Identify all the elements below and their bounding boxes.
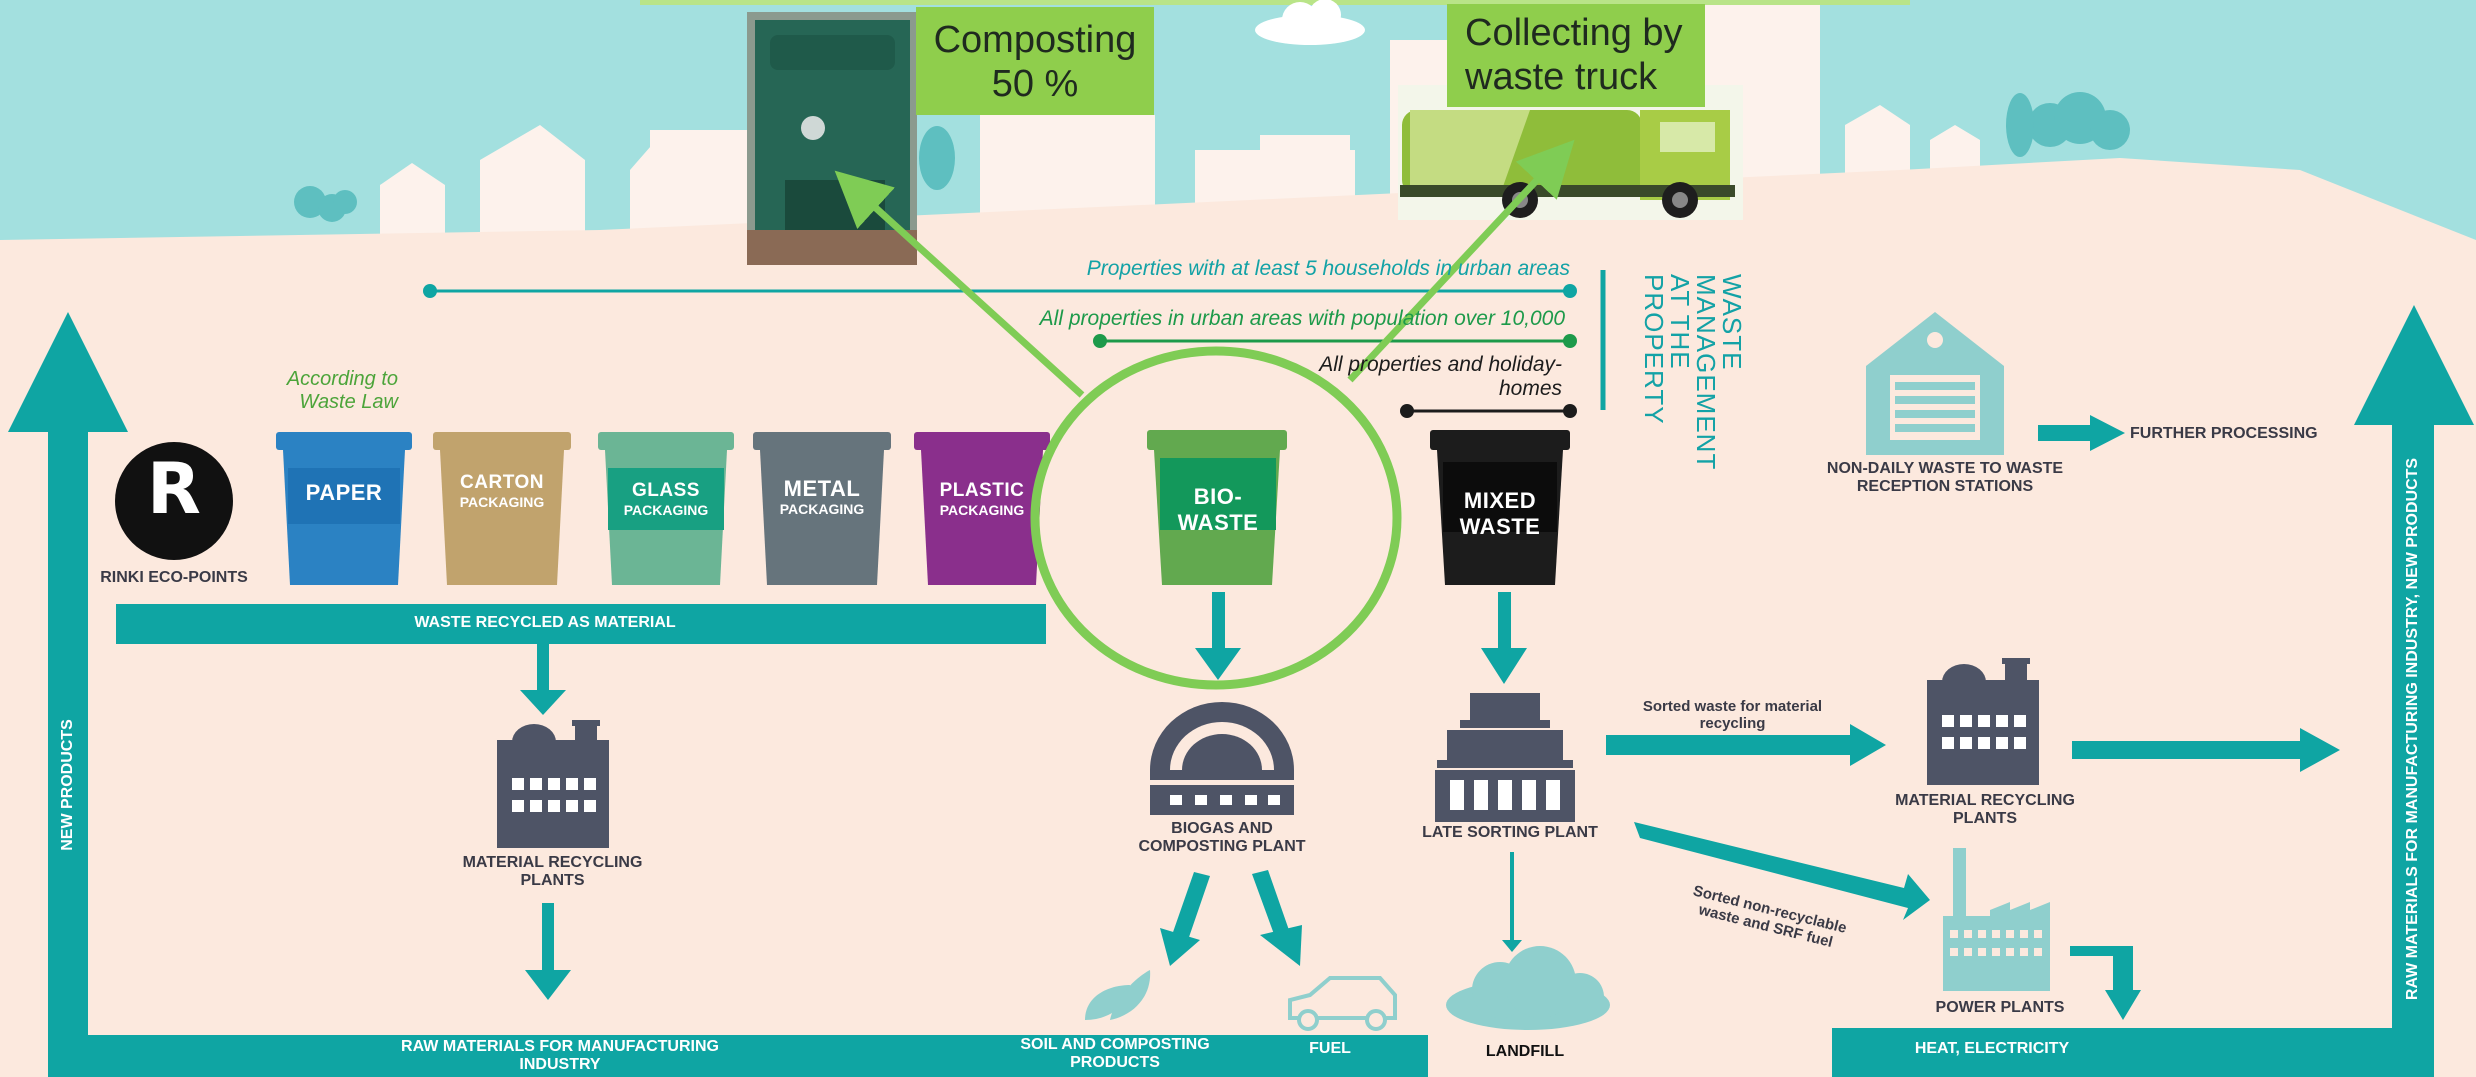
cloud-icon	[1255, 0, 1365, 45]
tree-icon	[294, 92, 2130, 222]
raw-new-products-label: RAW MATERIALS FOR MANUFACTURING INDUSTRY…	[2404, 457, 2421, 1001]
bin-bio-waste-label: BIO- WASTE	[1177, 484, 1259, 535]
rule-all-properties: All properties and holiday- homes	[1319, 353, 1562, 401]
rinki-eco-points-label: RINKI ECO-POINTS	[100, 569, 248, 586]
new-products-label: NEW PRODUCTS	[59, 719, 76, 851]
late-sorting-plant-icon	[1435, 693, 1575, 822]
arrow-to-truck	[1347, 139, 1575, 383]
further-processing-label: FURTHER PROCESSING	[2130, 425, 2318, 442]
car-icon	[1288, 976, 1397, 1031]
raw-materials-band-label: RAW MATERIALS FOR MANUFACTURING INDUSTRY	[401, 1038, 719, 1074]
material-recycling-right-label: MATERIAL RECYCLING PLANTS	[1895, 792, 2075, 828]
bins	[276, 430, 1570, 585]
bin-paper-label: PAPER	[305, 480, 383, 505]
waste-management-label: WASTE MANAGEMENT AT THE PROPERTY	[1639, 274, 1747, 470]
flow-arrows	[520, 415, 2340, 1020]
landfill-icon	[1446, 946, 1610, 1030]
biogas-plant-label: BIOGAS AND COMPOSTING PLANT	[1138, 820, 1306, 856]
new-products-arrow	[8, 312, 1428, 1077]
raw-materials-right-arrow	[1832, 305, 2474, 1077]
waste-recycled-band	[116, 604, 1046, 644]
factory-icon	[497, 720, 609, 848]
rinki-logo	[115, 442, 233, 560]
reception-station-icon	[1866, 312, 2004, 455]
heat-electricity-label: HEAT, ELECTRICITY	[1914, 1040, 2070, 1057]
rule-five-households: Properties with at least 5 households in…	[1086, 257, 1570, 280]
landfill-label: LANDFILL	[1485, 1043, 1565, 1060]
composting-box: Composting 50 %	[916, 7, 1154, 115]
rule-urban-population: All properties in urban areas with popul…	[1039, 307, 1565, 330]
waste-law-note: According to Waste Law	[286, 368, 398, 413]
late-sorting-label: LATE SORTING PLANT	[1422, 824, 1598, 841]
sorted-material-flow-label: Sorted waste for material recycling	[1642, 698, 1823, 733]
non-daily-waste-label: NON-DAILY WASTE TO WASTE RECEPTION STATI…	[1826, 460, 2064, 496]
composter-photo	[747, 12, 917, 265]
rinki-logo-letter: R	[147, 448, 201, 530]
power-plant-icon	[1943, 848, 2050, 991]
bin-mixed-waste-label: MIXED WASTE	[1459, 488, 1541, 539]
collecting-box: Collecting by waste truck	[1447, 4, 1705, 107]
waste-recycled-band-label: WASTE RECYCLED AS MATERIAL	[414, 614, 676, 631]
arrow-to-composting	[834, 170, 1085, 398]
material-recycling-left-label: MATERIAL RECYCLING PLANTS	[462, 854, 643, 890]
fuel-label: FUEL	[1309, 1040, 1351, 1057]
power-plants-label: POWER PLANTS	[1935, 999, 2065, 1016]
leaf-icon	[1085, 970, 1151, 1020]
soil-products-label: SOIL AND COMPOSTING PRODUCTS	[1020, 1036, 1210, 1072]
property-rule-lines	[423, 270, 1606, 418]
ground	[0, 158, 2476, 1077]
bio-waste-highlight	[1030, 346, 1402, 690]
biogas-plant-icon	[1150, 702, 1294, 815]
truck-silhouette	[650, 130, 762, 205]
factory-icon	[1927, 658, 2039, 785]
